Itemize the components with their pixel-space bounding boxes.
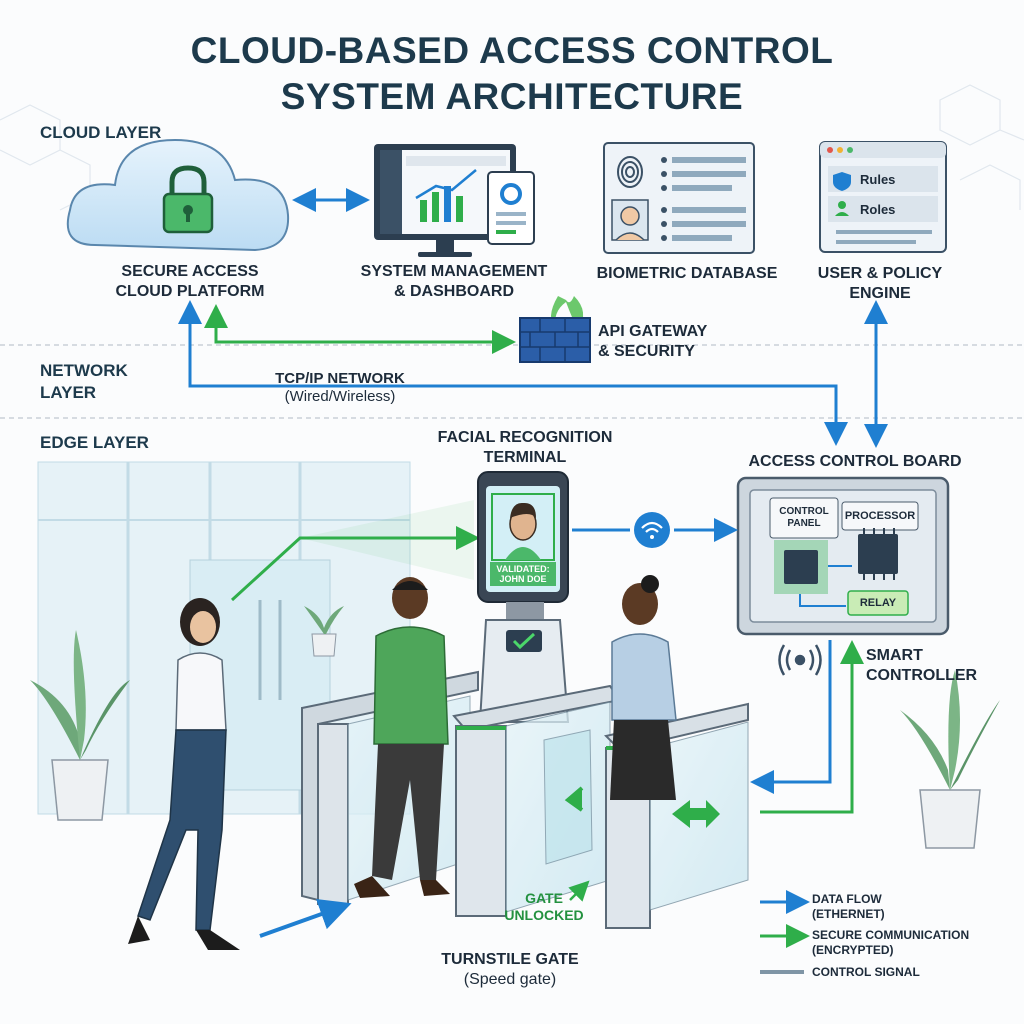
gate-label-line-1: GATE [525,890,563,906]
layer-label-cloud: CLOUD LAYER [40,123,162,142]
page-title: CLOUD-BASED ACCESS CONTROL SYSTEM ARCHIT… [0,28,1024,120]
access-control-board [736,476,950,636]
lock-icon [162,165,214,234]
control-panel-line-1: CONTROL [779,506,829,517]
chip-icon [774,540,828,594]
turnstile-label: TURNSTILE GATE (Speed gate) [410,950,610,990]
chart-icon [415,169,477,222]
policy-label-line-2: ENGINE [849,285,911,302]
policy-label-line-1: USER & POLICY [817,265,943,282]
network-label-line-2: LAYER [40,383,97,402]
legend-data-flow-line-2: (ETHERNET) [812,907,885,921]
rfid-icon [778,644,822,676]
firewall-icon [519,296,591,363]
user-icon [838,201,846,209]
cloud-platform-label-line-1: SECURE ACCESS [121,263,259,280]
control-panel-label: CONTROL PANEL [770,506,838,530]
plant-small [304,606,344,657]
man-walking [354,577,450,898]
legend-secure-line-1: SECURE COMMUNICATION [812,928,970,942]
biometric-database-card [603,142,755,254]
plant-left [30,630,130,821]
cloud-platform-label-line-2: CLOUD PLATFORM [115,283,265,300]
turnstile-label-line-2: (Speed gate) [463,971,557,988]
legend-data-flow-line-1: DATA FLOW [812,892,882,906]
gateway-label-line-1: API GATEWAY [598,323,708,340]
face-icon [491,493,555,561]
cloud-platform-label: SECURE ACCESS CLOUD PLATFORM [90,262,290,302]
tcp-network-label: TCP/IP NETWORK (Wired/Wireless) [240,370,440,406]
turnstile-label-line-1: TURNSTILE GATE [441,951,579,968]
api-gateway-label: API GATEWAY & SECURITY [598,322,738,362]
checkmark-icon [512,632,536,650]
network-label-line-1: NETWORK [40,361,128,380]
validated-line-1: VALIDATED: [496,564,550,574]
smart-label-line-2: CONTROLLER [866,667,978,684]
layer-label-network: NETWORK LAYER [40,360,128,404]
validated-line-2: JOHN DOE [499,574,547,584]
relay-label: RELAY [859,597,897,609]
dashboard-label-line-2: & DASHBOARD [394,283,514,300]
terminal-label-line-2: TERMINAL [483,449,567,466]
gate-unlocked-label: GATE UNLOCKED [494,890,594,924]
gate-label-line-2: UNLOCKED [504,907,584,923]
title-line-2: SYSTEM ARCHITECTURE [280,76,744,117]
layer-label-edge: EDGE LAYER [40,433,149,452]
smart-controller-label: SMART CONTROLLER [866,646,996,686]
legend-control-signal: CONTROL SIGNAL [812,965,920,979]
shield-icon [833,172,851,191]
face-icon [611,199,649,241]
title-line-1: CLOUD-BASED ACCESS CONTROL [190,30,834,71]
facial-terminal-label: FACIAL RECOGNITION TERMINAL [420,428,630,468]
dashboard-label: SYSTEM MANAGEMENT & DASHBOARD [344,262,564,302]
facial-recognition-terminal [477,471,570,723]
terminal-label-line-1: FACIAL RECOGNITION [437,429,613,446]
fingerprint-icon [617,156,643,188]
legend-secure-line-2: (ENCRYPTED) [812,943,894,957]
legend-secure: SECURE COMMUNICATION (ENCRYPTED) [812,928,969,958]
access-board-label: ACCESS CONTROL BOARD [748,453,962,470]
gateway-label-line-2: & SECURITY [598,343,695,360]
policy-rules-label: Rules [860,172,896,187]
policy-roles-label: Roles [860,202,896,217]
policy-engine-label: USER & POLICY ENGINE [800,264,960,304]
tcp-label-line-1: TCP/IP NETWORK [275,370,405,387]
processor-chip-icon [858,528,898,580]
dashboard-label-line-1: SYSTEM MANAGEMENT [360,263,548,280]
validated-badge: VALIDATED: JOHN DOE [490,564,556,584]
biometric-label: BIOMETRIC DATABASE [596,265,778,282]
woman-walking [128,598,240,950]
plant-right [900,670,1000,849]
woman-passing [610,575,677,800]
control-panel-line-2: PANEL [787,518,821,529]
tcp-label-line-2: (Wired/Wireless) [284,388,396,405]
dashboard-monitor [374,144,535,257]
processor-label: PROCESSOR [844,510,916,522]
cloud-platform-icon [66,138,290,252]
legend-data-flow: DATA FLOW (ETHERNET) [812,892,885,922]
smart-label-line-1: SMART [866,647,923,664]
policy-engine-window [819,141,947,253]
